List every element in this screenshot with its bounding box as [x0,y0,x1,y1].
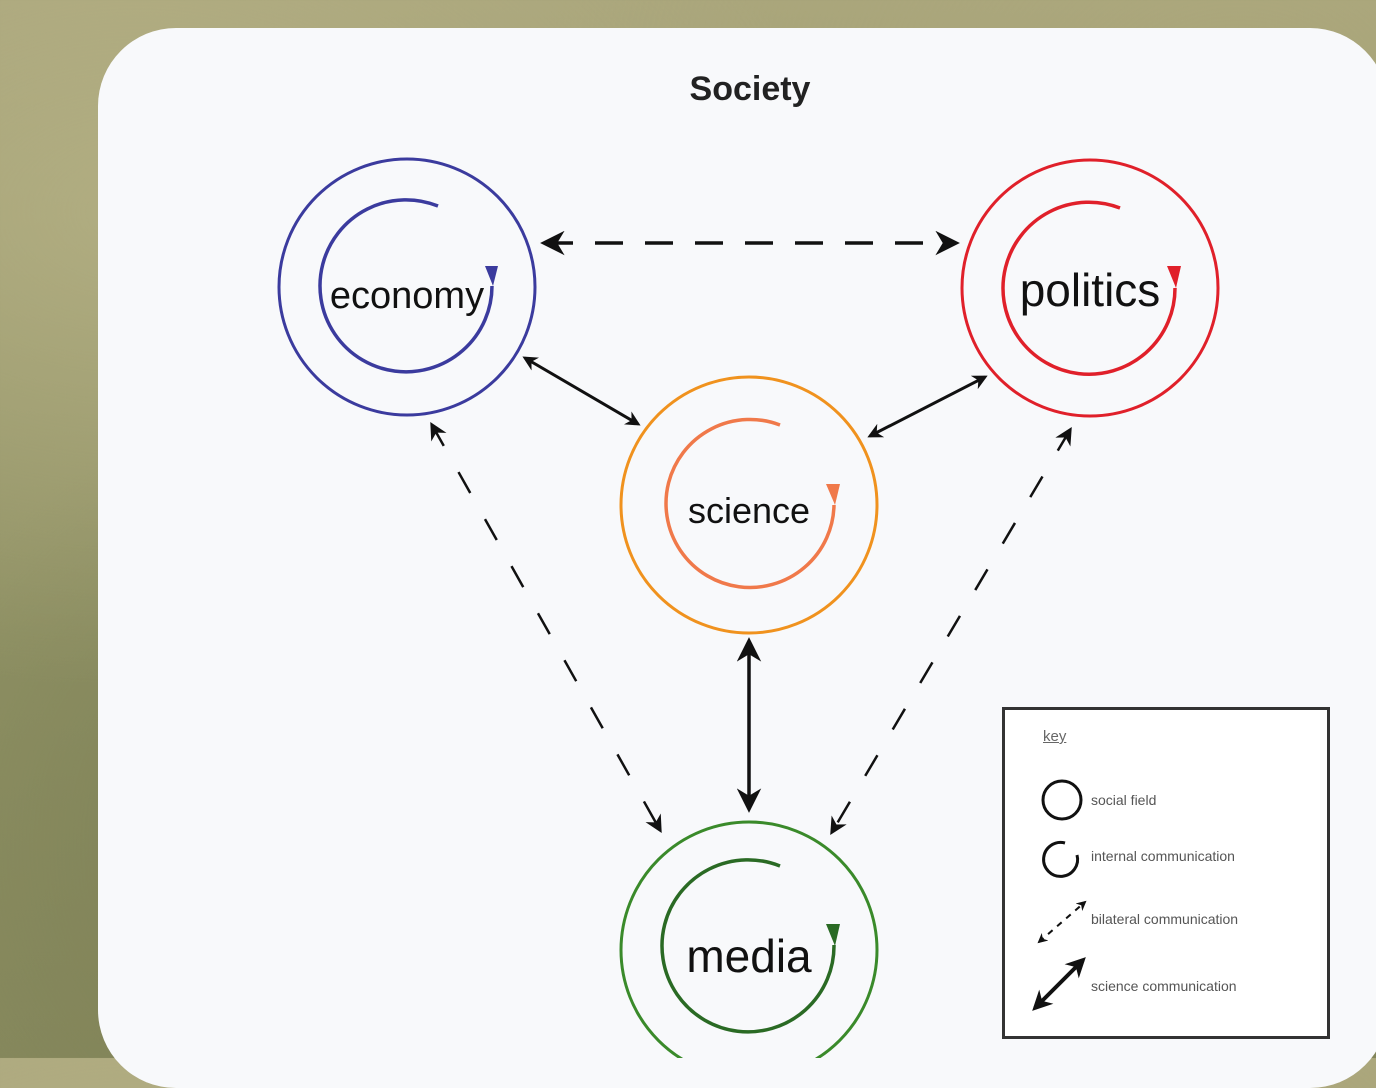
science-inner-circular-arrow [664,417,836,590]
legend-icons [1032,779,1087,1011]
science-node: science [619,375,879,635]
diagram-title: Society [689,70,811,108]
media-outer-circle [619,820,879,1058]
legend-item-label: bilateral communication [1091,911,1239,927]
legend-item-label: social field [1091,792,1157,808]
legend-title: key [1043,728,1067,745]
politics-inner-circular-arrow [1001,200,1177,376]
economy-node: economy [277,157,537,417]
solid-arrow-icon [1032,957,1086,1011]
economy-label: economy [330,275,484,317]
circular-arrow-icon [1042,840,1080,878]
legend-item-label: internal communication [1091,848,1235,864]
media-node: media [619,820,879,1058]
economy-science-communication-arrow [522,356,641,426]
economy-inner-circular-arrow [318,198,494,374]
legend-box: key social field internal communication … [1002,707,1330,1039]
media-inner-circular-arrow [660,858,836,1034]
politics-science-communication-arrow [867,375,988,438]
legend-item-label: science communication [1091,978,1237,994]
circle-icon [1041,779,1083,821]
politics-label: politics [1020,264,1161,316]
economy-media-bilateral-arrow [430,421,662,834]
economy-outer-circle [277,157,537,417]
politics-outer-circle [960,158,1220,418]
politics-node: politics [960,158,1220,418]
science-label: science [688,490,810,531]
diagram-canvas: economy politics science media [277,157,1220,1058]
dashed-arrow-icon [1037,900,1087,944]
media-label: media [686,930,812,982]
politics-media-bilateral-arrow [830,426,1072,836]
